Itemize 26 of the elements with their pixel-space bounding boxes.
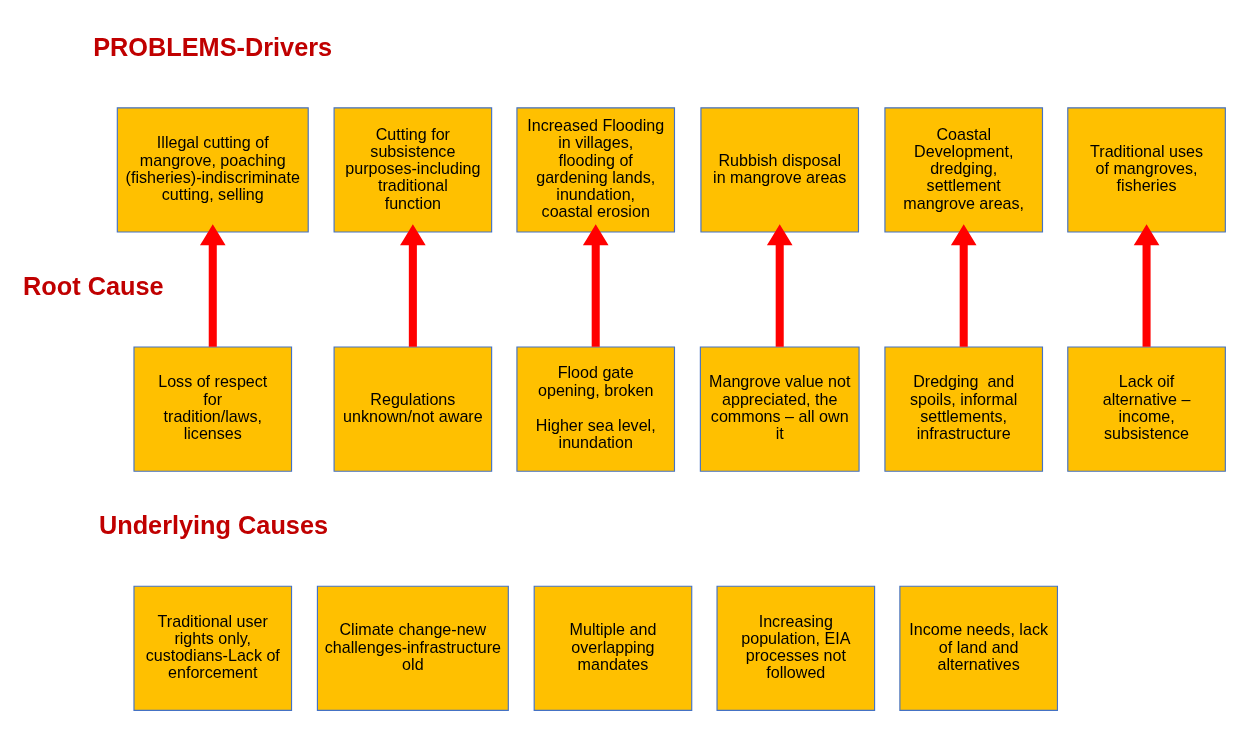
node-box: Coastal Development, dredging, settlement mangrove areas,	[884, 106, 1044, 233]
node-box: Multiple and overlapping mandates	[533, 585, 693, 711]
node-box: Increased Flooding in villages, flooding of gardening lands, inundation, coastal erosion	[516, 106, 676, 233]
node-box: Dredging and spoils, informal settlements, infrastructure	[884, 345, 1044, 472]
label: PROBLEMS-Drivers	[93, 32, 333, 61]
arrow	[400, 223, 426, 347]
node-box: Loss of respect for tradition/laws, licenses	[133, 345, 293, 472]
node-box: Regulations unknown/not aware	[333, 345, 493, 472]
node-box: Climate change-new challenges-infrastructure old	[316, 585, 509, 711]
label: Underlying Causes	[98, 510, 329, 539]
node-box: Flood gate opening, broken Higher sea level, inundation	[516, 345, 676, 472]
node-box: Traditional uses of mangroves, fisheries	[1067, 106, 1226, 233]
node-box: Increasing population, EIA processes not followed	[716, 585, 876, 711]
node-box: Lack oif alternative – income, subsistence	[1067, 345, 1226, 472]
arrow	[1133, 223, 1160, 347]
arrow	[199, 223, 226, 347]
node-box: Traditional user rights only, custodians-Lack of enforcement	[133, 585, 293, 711]
node-box: Rubbish disposal in mangrove areas	[700, 106, 860, 233]
node-box: Mangrove value not appreciated, the commons – all own it	[699, 345, 860, 472]
arrow	[950, 223, 977, 347]
arrow	[766, 223, 793, 347]
node-box: Income needs, lack of land and alternatives	[899, 585, 1058, 711]
node-box: Cutting for subsistence purposes-including traditional function	[333, 106, 493, 233]
node-box: Illegal cutting of mangrove, poaching (fisheries)-indiscriminate cutting, selling	[116, 106, 309, 233]
label: Root Cause	[23, 271, 164, 300]
arrow	[582, 223, 609, 347]
